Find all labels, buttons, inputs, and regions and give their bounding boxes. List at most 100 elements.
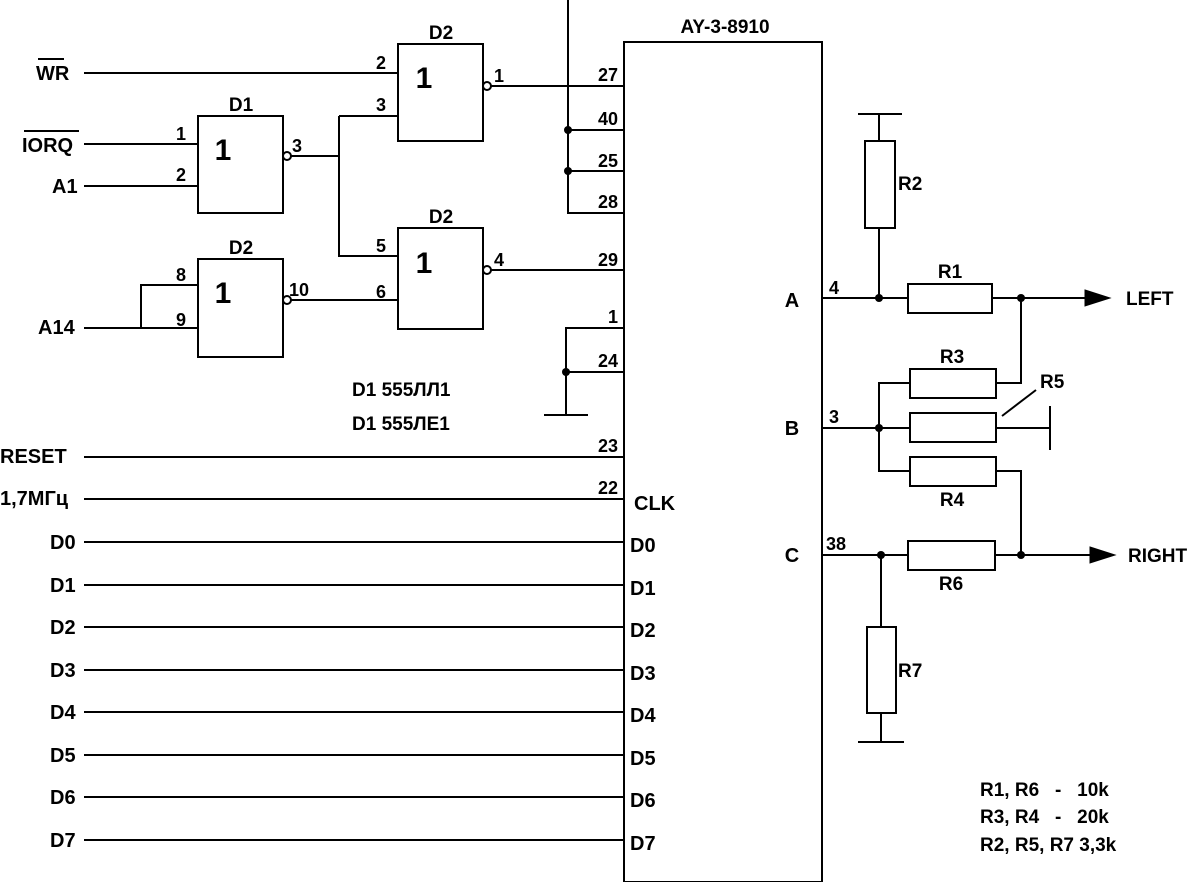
chip-pin-27: 27: [598, 65, 618, 85]
chip-pin-25: 25: [598, 151, 618, 171]
chip-pin-24: 24: [598, 351, 618, 371]
wire-d2-middle-in5: [338, 116, 398, 257]
gate-d2-bottom-pin-in2: 9: [176, 310, 186, 330]
resistor-r6-label: R6: [939, 574, 963, 595]
chip-out-b-label: B: [785, 418, 799, 440]
gate-d2-top-symbol: 1: [416, 62, 433, 95]
signal-data-2-label: D2: [50, 617, 76, 639]
gate-d1-body: [197, 115, 284, 214]
junction-gnd-24: [562, 368, 570, 376]
signal-iorq-label: IORQ: [22, 135, 73, 157]
output-network: 4 R2 R1 LEFT 3 R3 R5 R4 38: [822, 113, 1188, 743]
signal-reset-label: RESET: [0, 446, 67, 468]
gate-d2-bottom-pin-in1: 8: [176, 265, 186, 285]
gate-d1-pin-in2: 2: [176, 165, 186, 185]
legend-line-3: R2, R5, R7 3,3k: [980, 835, 1117, 856]
chip-pin-data-7-label: D7: [630, 833, 656, 855]
resistor-r5-label: R5: [1040, 372, 1065, 393]
gate-d2-middle: D2 1 5 6 4: [376, 207, 504, 330]
gate-d1-pin-in1: 1: [176, 124, 186, 144]
chip-pin-data-6-label: D6: [630, 790, 656, 812]
gate-d2-bottom-ref: D2: [229, 238, 253, 259]
output-left-label: LEFT: [1126, 289, 1174, 310]
chip-pin-1: 1: [608, 307, 618, 327]
gate-d2-middle-pin-out: 4: [494, 250, 504, 270]
gate-d1: D1 1 1 2 3: [176, 95, 302, 214]
gate-d2-middle-ref: D2: [429, 207, 453, 228]
chip-title: AY-3-8910: [680, 17, 769, 38]
input-signals: WR IORQ A1 A14 RESET 23 1,7МГц 22 D0D1D2…: [0, 58, 624, 852]
junction-vcc-40: [564, 126, 572, 134]
gate-d2-top-body: [397, 43, 484, 142]
chip-pin-23: 23: [598, 436, 618, 456]
junction-right: [1017, 551, 1025, 559]
signal-clock-label: 1,7МГц: [0, 488, 69, 510]
arrow-right-icon: [1089, 546, 1117, 564]
resistor-r4-label: R4: [940, 490, 965, 511]
chip-pin-22: 22: [598, 478, 618, 498]
resistor-values-legend: R1, R6 - 10k R3, R4 - 20k R2, R5, R7 3,3…: [980, 780, 1117, 856]
chip-pin-3: 3: [829, 407, 839, 427]
signal-data-6-label: D6: [50, 787, 76, 809]
legend-line-1: R1, R6 - 10k: [980, 780, 1109, 801]
signal-data-0-label: D0: [50, 532, 76, 554]
gate-d1-inverter-bubble: [282, 151, 292, 161]
resistor-r2-label: R2: [898, 174, 922, 195]
output-right-label: RIGHT: [1128, 546, 1188, 567]
gate-d2-top-pin-in2: 3: [376, 95, 386, 115]
wire-gnd-bus: [565, 327, 624, 415]
gate-d1-pin-out: 3: [292, 136, 302, 156]
chip-pin-data-3-label: D3: [630, 663, 656, 685]
chip-out-c-label: C: [785, 545, 799, 567]
arrow-left-icon: [1084, 289, 1112, 307]
chip-pin-38: 38: [826, 534, 846, 554]
legend-line-2: R3, R4 - 20k: [980, 807, 1109, 828]
chip-pin-28: 28: [598, 192, 618, 212]
wire-a14-tie: [140, 284, 198, 328]
gate-d2-bottom-symbol: 1: [215, 277, 232, 310]
chip-pin-40: 40: [598, 109, 618, 129]
resistor-r5: [909, 412, 997, 443]
resistor-r4: [909, 456, 997, 487]
resistor-r2: [864, 140, 896, 229]
ic-note-2: D1 555ЛЕ1: [352, 414, 450, 435]
gate-d2-middle-symbol: 1: [416, 247, 433, 280]
chip-pin-29: 29: [598, 250, 618, 270]
resistor-r7-label: R7: [898, 661, 922, 682]
signal-data-7-label: D7: [50, 830, 76, 852]
ic-note-1: D1 555ЛЛ1: [352, 380, 451, 401]
wire-r4-to-right: [996, 470, 1022, 555]
wire-b-bus: [878, 382, 910, 472]
gate-d2-bottom-body: [197, 258, 284, 358]
signal-data-5-label: D5: [50, 745, 76, 767]
chip-pin-4: 4: [829, 278, 839, 298]
chip-pin-data-2-label: D2: [630, 620, 656, 642]
gate-d2-top-ref: D2: [429, 23, 453, 44]
signal-wr-label: WR: [36, 63, 70, 85]
resistor-r3: [909, 368, 997, 399]
logic-wiring: 27 29 40 25 28 1 24: [291, 0, 624, 416]
chip-pin-data-1-label: D1: [630, 578, 656, 600]
signal-data-4-label: D4: [50, 702, 76, 724]
signal-data-3-label: D3: [50, 660, 76, 682]
gate-d2-middle-body: [397, 227, 484, 330]
wire-r3-to-left: [996, 298, 1022, 384]
gate-d2-middle-pin-in2: 6: [376, 282, 386, 302]
chip-pin-data-4-label: D4: [630, 705, 656, 727]
gate-d2-top: D2 1 2 3 1: [376, 23, 504, 142]
wire-vcc-bus: [567, 0, 624, 214]
signal-a1-label: A1: [52, 176, 78, 198]
gate-d2-top-pin-out: 1: [494, 66, 504, 86]
signal-a14-label: A14: [38, 317, 76, 339]
gate-d2-top-pin-in1: 2: [376, 53, 386, 73]
resistor-r3-label: R3: [940, 347, 964, 368]
signal-data-1-label: D1: [50, 575, 76, 597]
gate-d1-symbol: 1: [215, 134, 232, 167]
resistor-r1: [907, 283, 993, 314]
gate-d1-ref: D1: [229, 95, 254, 116]
gate-d2-middle-pin-in1: 5: [376, 236, 386, 256]
